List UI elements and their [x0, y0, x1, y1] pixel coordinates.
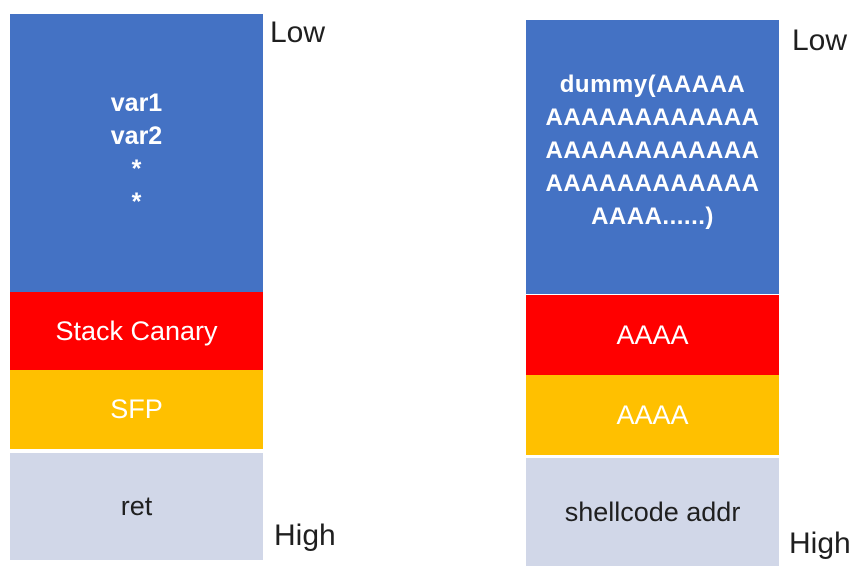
buffer-line: dummy(AAAAA [559, 70, 746, 98]
buffer-line: AAAA......) [591, 202, 714, 230]
buffer-line: * [131, 155, 142, 183]
left-high-address-label: High [274, 519, 336, 552]
right-overwritten-canary-block: AAAA [526, 295, 779, 375]
left-low-address-label: Low [270, 16, 326, 49]
left-buffer-block: var1 var2 * * [10, 14, 263, 292]
left-ret-block: ret [10, 453, 263, 560]
right-low-address-label: Low [792, 24, 848, 57]
right-overwritten-ret-block: shellcode addr [526, 458, 779, 566]
right-high-address-label: High [789, 527, 851, 560]
buffer-line: var2 [110, 122, 163, 150]
left-stack-canary-block: Stack Canary [10, 292, 263, 370]
buffer-line: var1 [110, 89, 163, 117]
buffer-line: AAAAAAAAAAAA [545, 136, 760, 164]
buffer-line: AAAAAAAAAAAA [545, 103, 760, 131]
left-sfp-block: SFP [10, 370, 263, 449]
right-buffer-block: dummy(AAAAA AAAAAAAAAAAA AAAAAAAAAAAA AA… [526, 20, 779, 294]
buffer-line: * [131, 188, 142, 216]
buffer-line: AAAAAAAAAAAA [545, 169, 760, 197]
right-overwritten-sfp-block: AAAA [526, 375, 779, 455]
